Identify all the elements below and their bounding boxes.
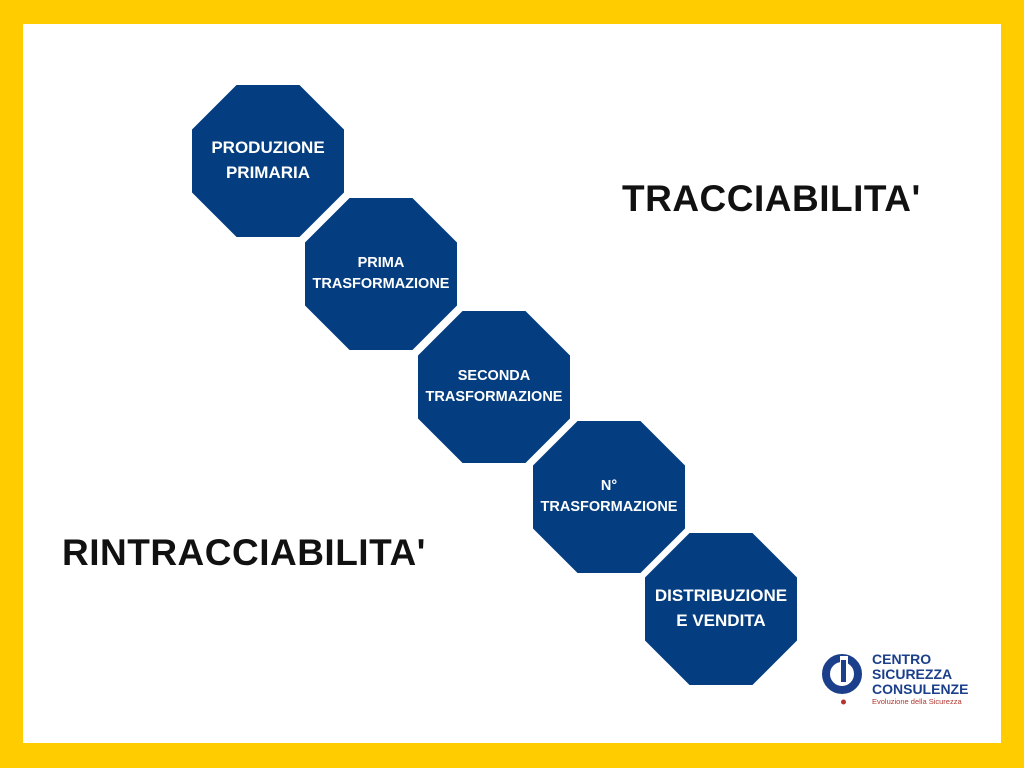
logo-text: CENTRO SICUREZZA CONSULENZE Evoluzione d…	[872, 651, 969, 707]
rintracciabilita-label: RINTRACCIABILITA'	[62, 532, 426, 573]
company-logo: CENTRO SICUREZZA CONSULENZE Evoluzione d…	[820, 650, 980, 710]
step-n-trasformazione: N°TRASFORMAZIONE	[533, 421, 685, 573]
tracciabilita-label: TRACCIABILITA'	[622, 178, 921, 219]
logo-mark-icon	[822, 654, 862, 705]
logo-tagline: Evoluzione della Sicurezza	[872, 697, 962, 706]
